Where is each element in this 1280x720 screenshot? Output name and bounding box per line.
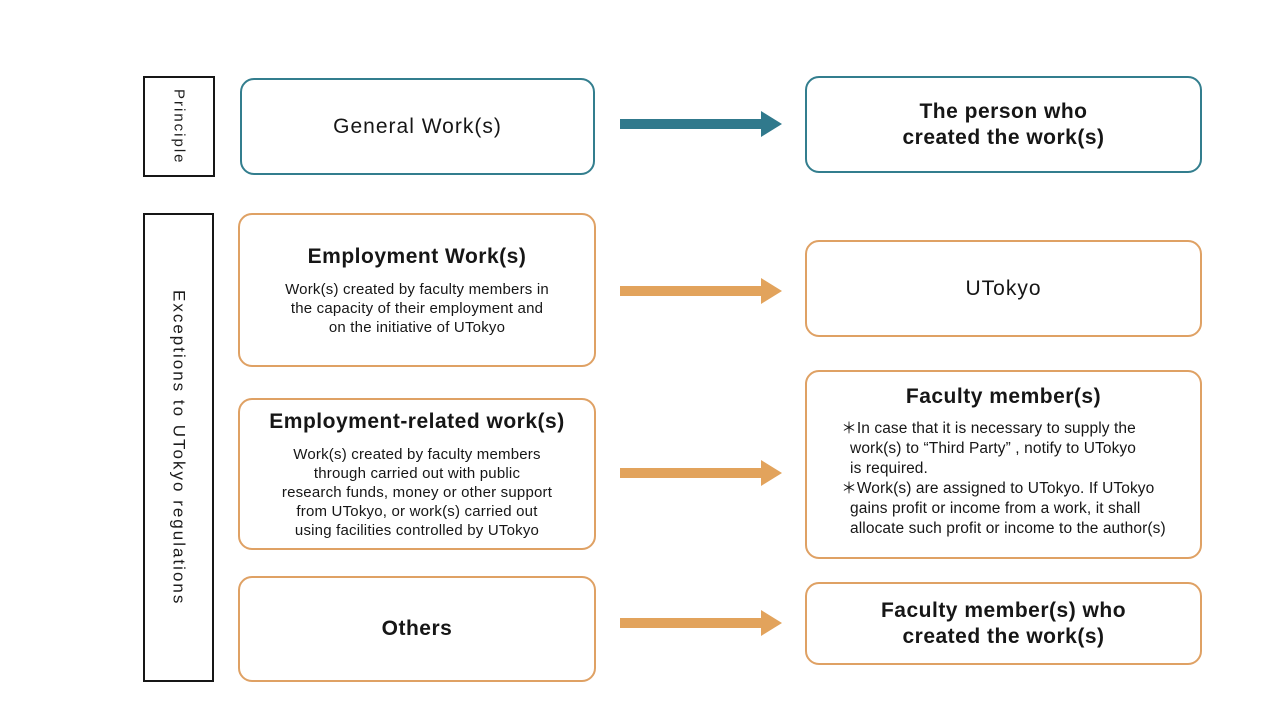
faculty-who-created-title: Faculty member(s) who created the work(s… bbox=[880, 598, 1127, 648]
exceptions-label: Exceptions to UTokyo regulations bbox=[169, 289, 189, 606]
general-works-box: General Work(s) bbox=[240, 78, 595, 175]
arrow-head-icon bbox=[761, 111, 782, 137]
arrow-shaft bbox=[620, 286, 761, 296]
arrow-head-icon bbox=[761, 460, 782, 486]
faculty-who-created-box: Faculty member(s) who created the work(s… bbox=[805, 582, 1202, 665]
others-box: Others bbox=[238, 576, 596, 682]
arrow-employment-related-to-faculty bbox=[620, 460, 782, 486]
arrow-general-to-person bbox=[620, 111, 782, 137]
arrow-head-icon bbox=[761, 610, 782, 636]
others-title: Others bbox=[381, 617, 453, 640]
arrow-employment-to-utokyo bbox=[620, 278, 782, 304]
person-created-box: The person who created the work(s) bbox=[805, 76, 1202, 173]
employment-related-works-title: Employment-related work(s) bbox=[269, 409, 565, 433]
employment-works-title: Employment Work(s) bbox=[307, 244, 527, 268]
arrow-shaft bbox=[620, 119, 761, 129]
faculty-members-notes: ＊In case that it is necessary to supply … bbox=[841, 420, 1166, 537]
arrow-shaft bbox=[620, 468, 761, 478]
principle-label: Principle bbox=[170, 88, 188, 165]
utokyo-title: UTokyo bbox=[965, 276, 1042, 300]
employment-works-description: Work(s) created by faculty members in th… bbox=[285, 280, 549, 336]
employment-works-box: Employment Work(s) Work(s) created by fa… bbox=[238, 213, 596, 367]
arrow-others-to-faculty-who bbox=[620, 610, 782, 636]
arrow-shaft bbox=[620, 618, 761, 628]
person-created-title: The person who created the work(s) bbox=[902, 99, 1105, 149]
general-works-title: General Work(s) bbox=[333, 114, 502, 138]
faculty-members-title: Faculty member(s) bbox=[905, 385, 1102, 408]
principle-label-box: Principle bbox=[143, 76, 215, 177]
exceptions-label-box: Exceptions to UTokyo regulations bbox=[143, 213, 214, 682]
arrow-head-icon bbox=[761, 278, 782, 304]
employment-related-works-box: Employment-related work(s) Work(s) creat… bbox=[238, 398, 596, 550]
faculty-members-box: Faculty member(s) ＊In case that it is ne… bbox=[805, 370, 1202, 559]
utokyo-box: UTokyo bbox=[805, 240, 1202, 337]
employment-related-works-description: Work(s) created by faculty members throu… bbox=[281, 445, 553, 539]
